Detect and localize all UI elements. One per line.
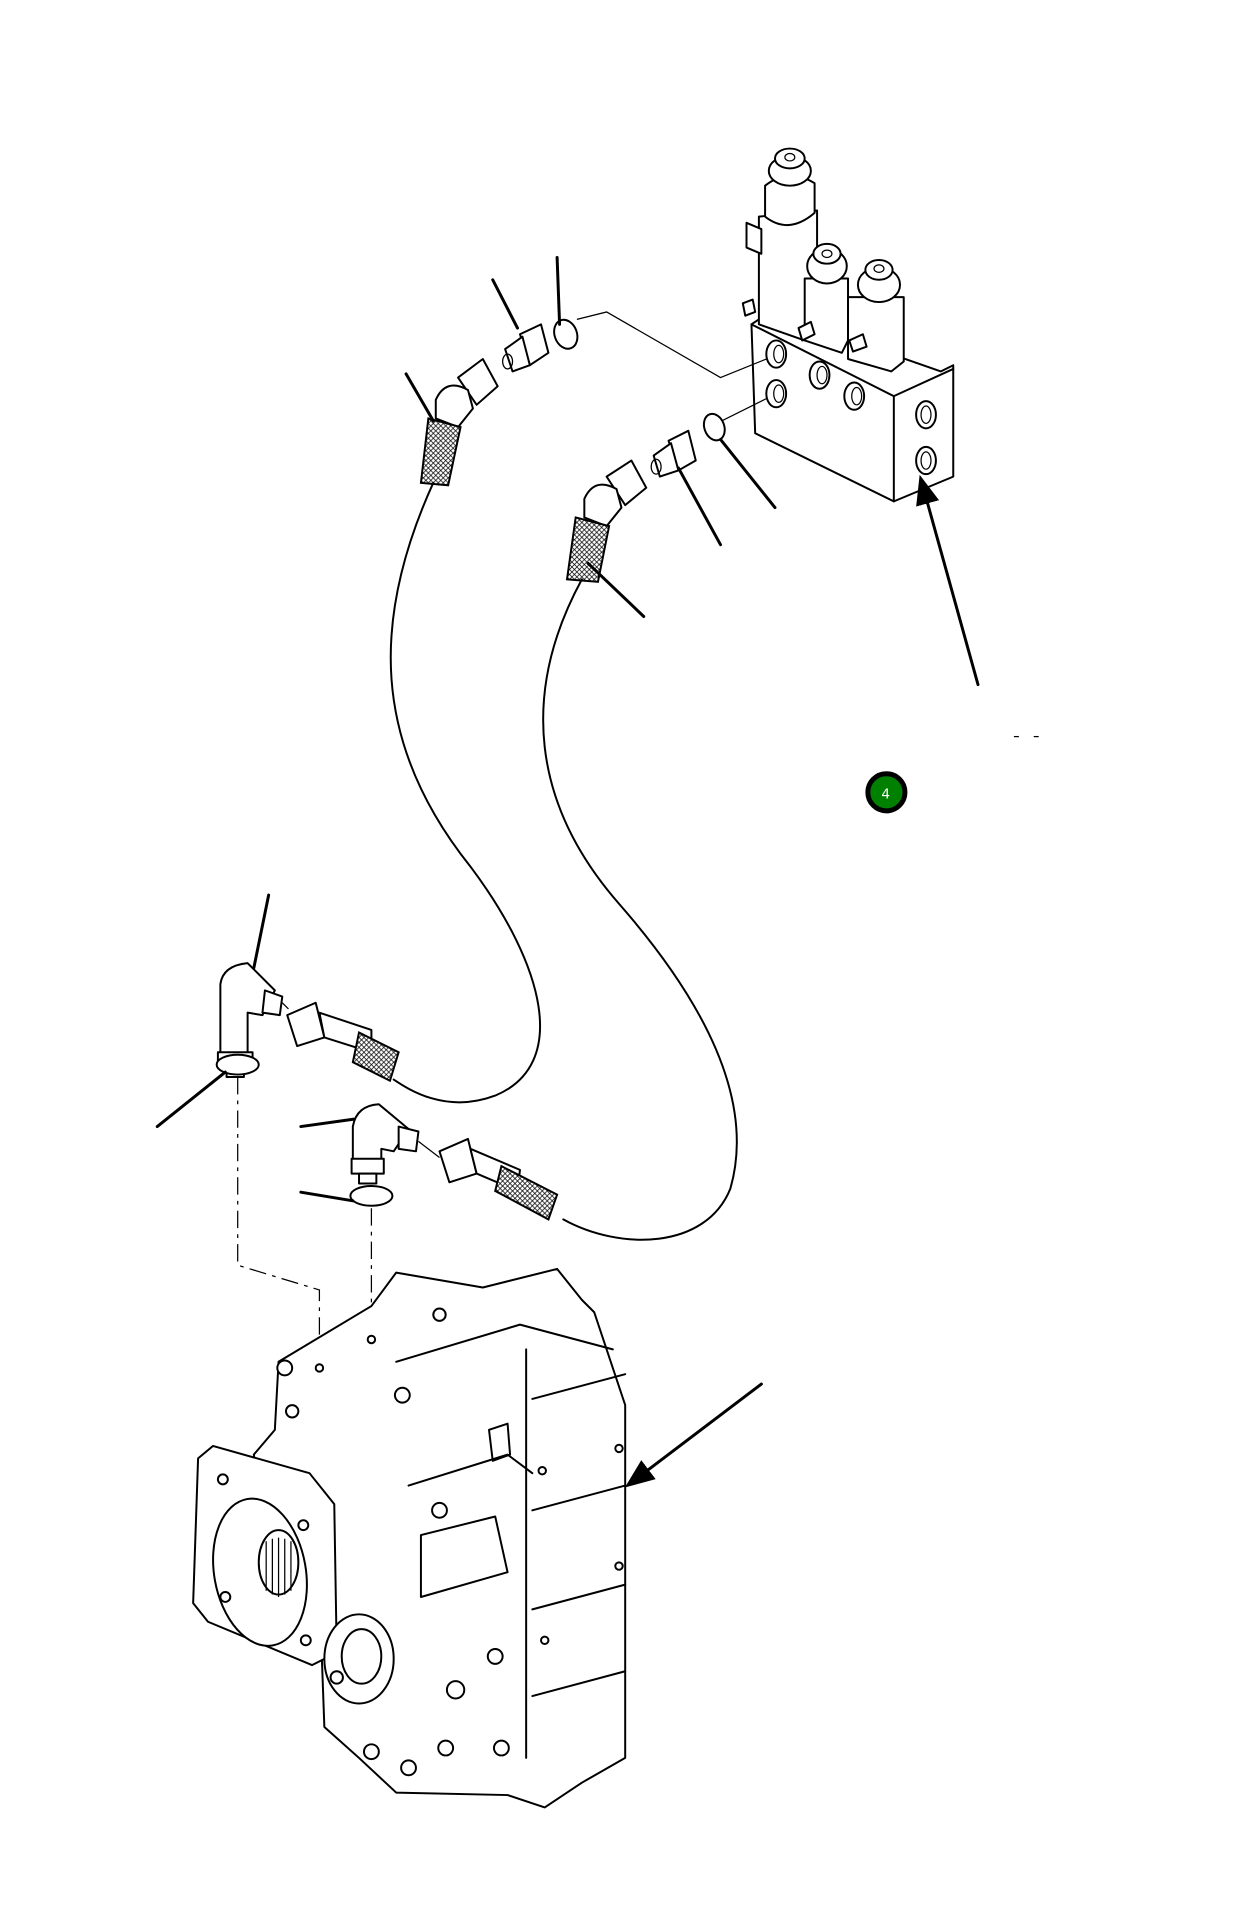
solenoid-coil-1 (741, 147, 819, 342)
callout-marker-4[interactable]: 4 (865, 771, 908, 814)
valve-port (765, 339, 937, 476)
callout-arrow-housing (624, 1382, 763, 1488)
left-hose-end (286, 1001, 400, 1083)
leader-upper-oring (555, 256, 562, 326)
solenoid-coil-2 (797, 242, 850, 354)
upper-hose (389, 481, 541, 1104)
leader-right-oring (299, 1190, 355, 1203)
transmission-housing (192, 1267, 763, 1809)
callout-leaders (155, 256, 777, 1203)
o-ring-upper (553, 318, 579, 350)
upper-hose-braid-top (419, 417, 462, 487)
leader-left-elbow (252, 893, 271, 970)
o-ring-elbow-right (349, 1184, 394, 1207)
upper-hose-fittings (419, 318, 579, 487)
leader-lower-hose (586, 561, 646, 618)
leader-upper-hose (404, 372, 435, 423)
marker-label: 4 (881, 786, 890, 802)
leader-lower-oring (719, 437, 777, 510)
leader-upper-adapter (491, 278, 519, 330)
callout-arrow-valve-block (916, 474, 980, 687)
right-hose-end (438, 1137, 559, 1221)
solenoid-valve-block (741, 147, 980, 687)
leader-right-elbow (299, 1117, 356, 1129)
solenoid-coil-3 (847, 258, 905, 373)
o-ring-lower (702, 412, 726, 442)
lower-hose-fittings (565, 412, 726, 583)
centerline-upper (576, 311, 767, 379)
lower-hose (542, 578, 738, 1241)
centerline-left (237, 1077, 321, 1372)
leader-left-oring (155, 1070, 227, 1129)
leader-lower-adapter (676, 466, 722, 547)
lower-hose-braid-top (565, 516, 611, 583)
housing-bolts (276, 1307, 624, 1777)
elbow-fitting-right (350, 1103, 420, 1185)
o-ring-elbow-left (215, 1053, 260, 1076)
adapter-fitting-lower (650, 429, 697, 478)
adapter-fitting-upper (502, 323, 550, 373)
